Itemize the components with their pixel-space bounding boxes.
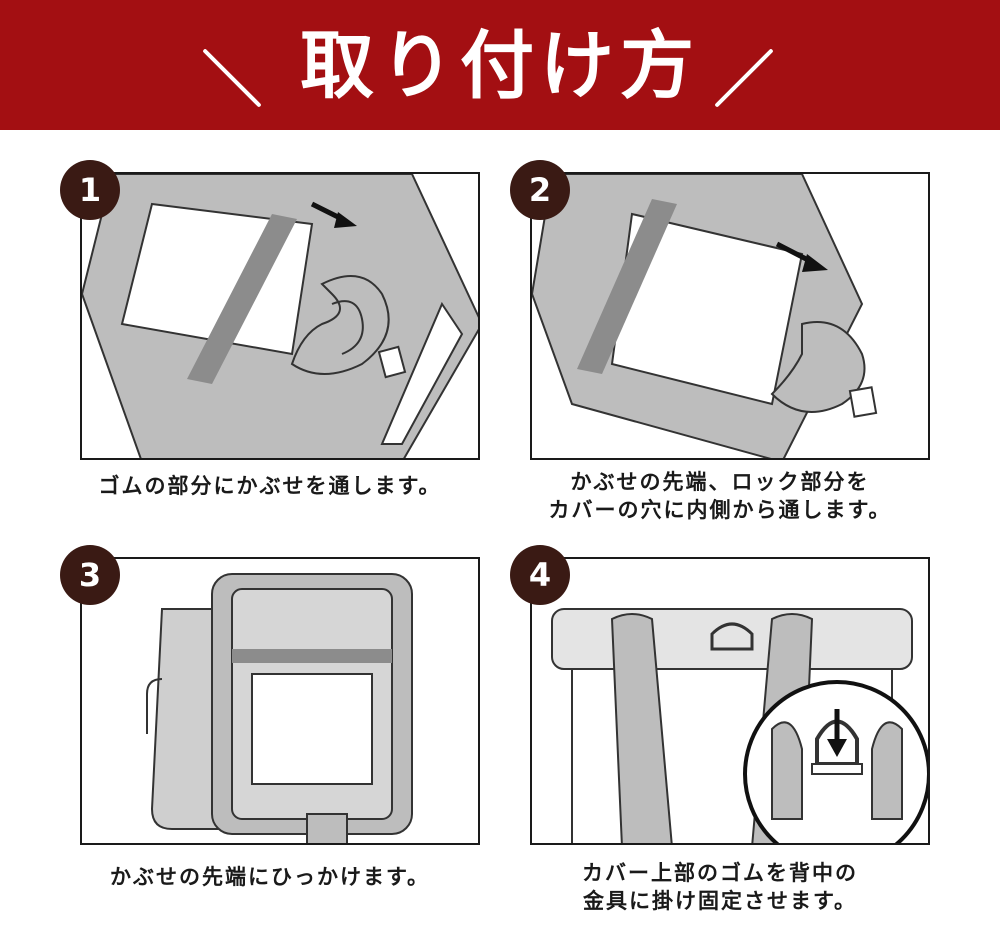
step-3-number-badge: 3 bbox=[60, 545, 120, 605]
step-2-caption-line-1: かぶせの先端、ロック部分を bbox=[570, 470, 870, 494]
step-1-caption: ゴムの部分にかぶせを通します。 bbox=[60, 472, 480, 500]
page-title: 取り付け方 bbox=[300, 23, 700, 109]
step-4-caption-line-2: 金具に掛け固定させます。 bbox=[583, 889, 857, 913]
step-4-caption-line-1: カバー上部のゴムを背中の bbox=[582, 861, 858, 885]
step-1-panel: 1 ゴムの部分にかぶせを通します。 bbox=[60, 160, 480, 515]
step-4-panel: 4 カバー上部のゴムを背中の 金具に掛け固定させます。 bbox=[510, 545, 930, 920]
step-2-illustration-frame bbox=[530, 172, 930, 460]
step-4-illustration-frame bbox=[530, 557, 930, 845]
step-4-number-badge: 4 bbox=[510, 545, 570, 605]
step-2-panel: 2 かぶせの先端、ロック部分を カバーの穴に内側から通します。 bbox=[510, 160, 930, 525]
step-1-caption-line-1: ゴムの部分にかぶせを通します。 bbox=[98, 474, 442, 498]
step-1-illustration bbox=[82, 174, 478, 458]
step-3-illustration-frame bbox=[80, 557, 480, 845]
step-1-number-badge: 1 bbox=[60, 160, 120, 220]
step-3-panel: 3 かぶせの先端にひっかけます。 bbox=[60, 545, 480, 900]
step-2-illustration bbox=[532, 174, 878, 458]
step-2-caption: かぶせの先端、ロック部分を カバーの穴に内側から通します。 bbox=[510, 468, 930, 524]
step-2-caption-line-2: カバーの穴に内側から通します。 bbox=[548, 498, 892, 522]
step-3-illustration bbox=[146, 573, 413, 843]
step-2-number-badge: 2 bbox=[510, 160, 570, 220]
step-4-illustration bbox=[551, 608, 928, 843]
step-3-caption: かぶせの先端にひっかけます。 bbox=[60, 863, 480, 891]
step-1-illustration-frame bbox=[80, 172, 480, 460]
step-4-caption: カバー上部のゴムを背中の 金具に掛け固定させます。 bbox=[510, 859, 930, 915]
header-banner: 取り付け方 bbox=[0, 0, 1000, 130]
step-3-caption-line-1: かぶせの先端にひっかけます。 bbox=[110, 865, 430, 889]
